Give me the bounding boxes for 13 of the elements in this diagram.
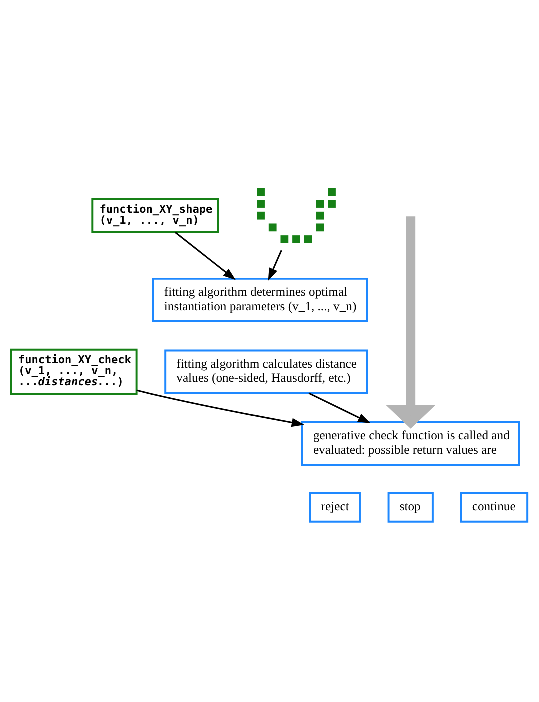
node-box: function_XY_check (v_1, ..., v_n, ...distances...) bbox=[10, 348, 138, 395]
node-box: fitting algorithm calculates distance values (one-sided, Hausdorff, etc.) bbox=[164, 349, 368, 394]
arrow bbox=[308, 392, 371, 423]
node-box: fitting algorithm determines optimal instantiation parameters (v_1, ..., v_n) bbox=[152, 277, 368, 322]
arrow bbox=[268, 250, 282, 280]
node-box: generative check function is called and evaluated: possible return values are bbox=[301, 421, 520, 466]
arrow bbox=[175, 232, 236, 280]
node-box: continue bbox=[460, 492, 529, 522]
node-box: reject bbox=[309, 492, 361, 522]
node-box: function_XY_shape (v_1, ..., v_n) bbox=[92, 198, 220, 233]
arrow bbox=[136, 389, 305, 427]
arrow bbox=[386, 216, 436, 428]
node-box: stop bbox=[388, 492, 434, 522]
